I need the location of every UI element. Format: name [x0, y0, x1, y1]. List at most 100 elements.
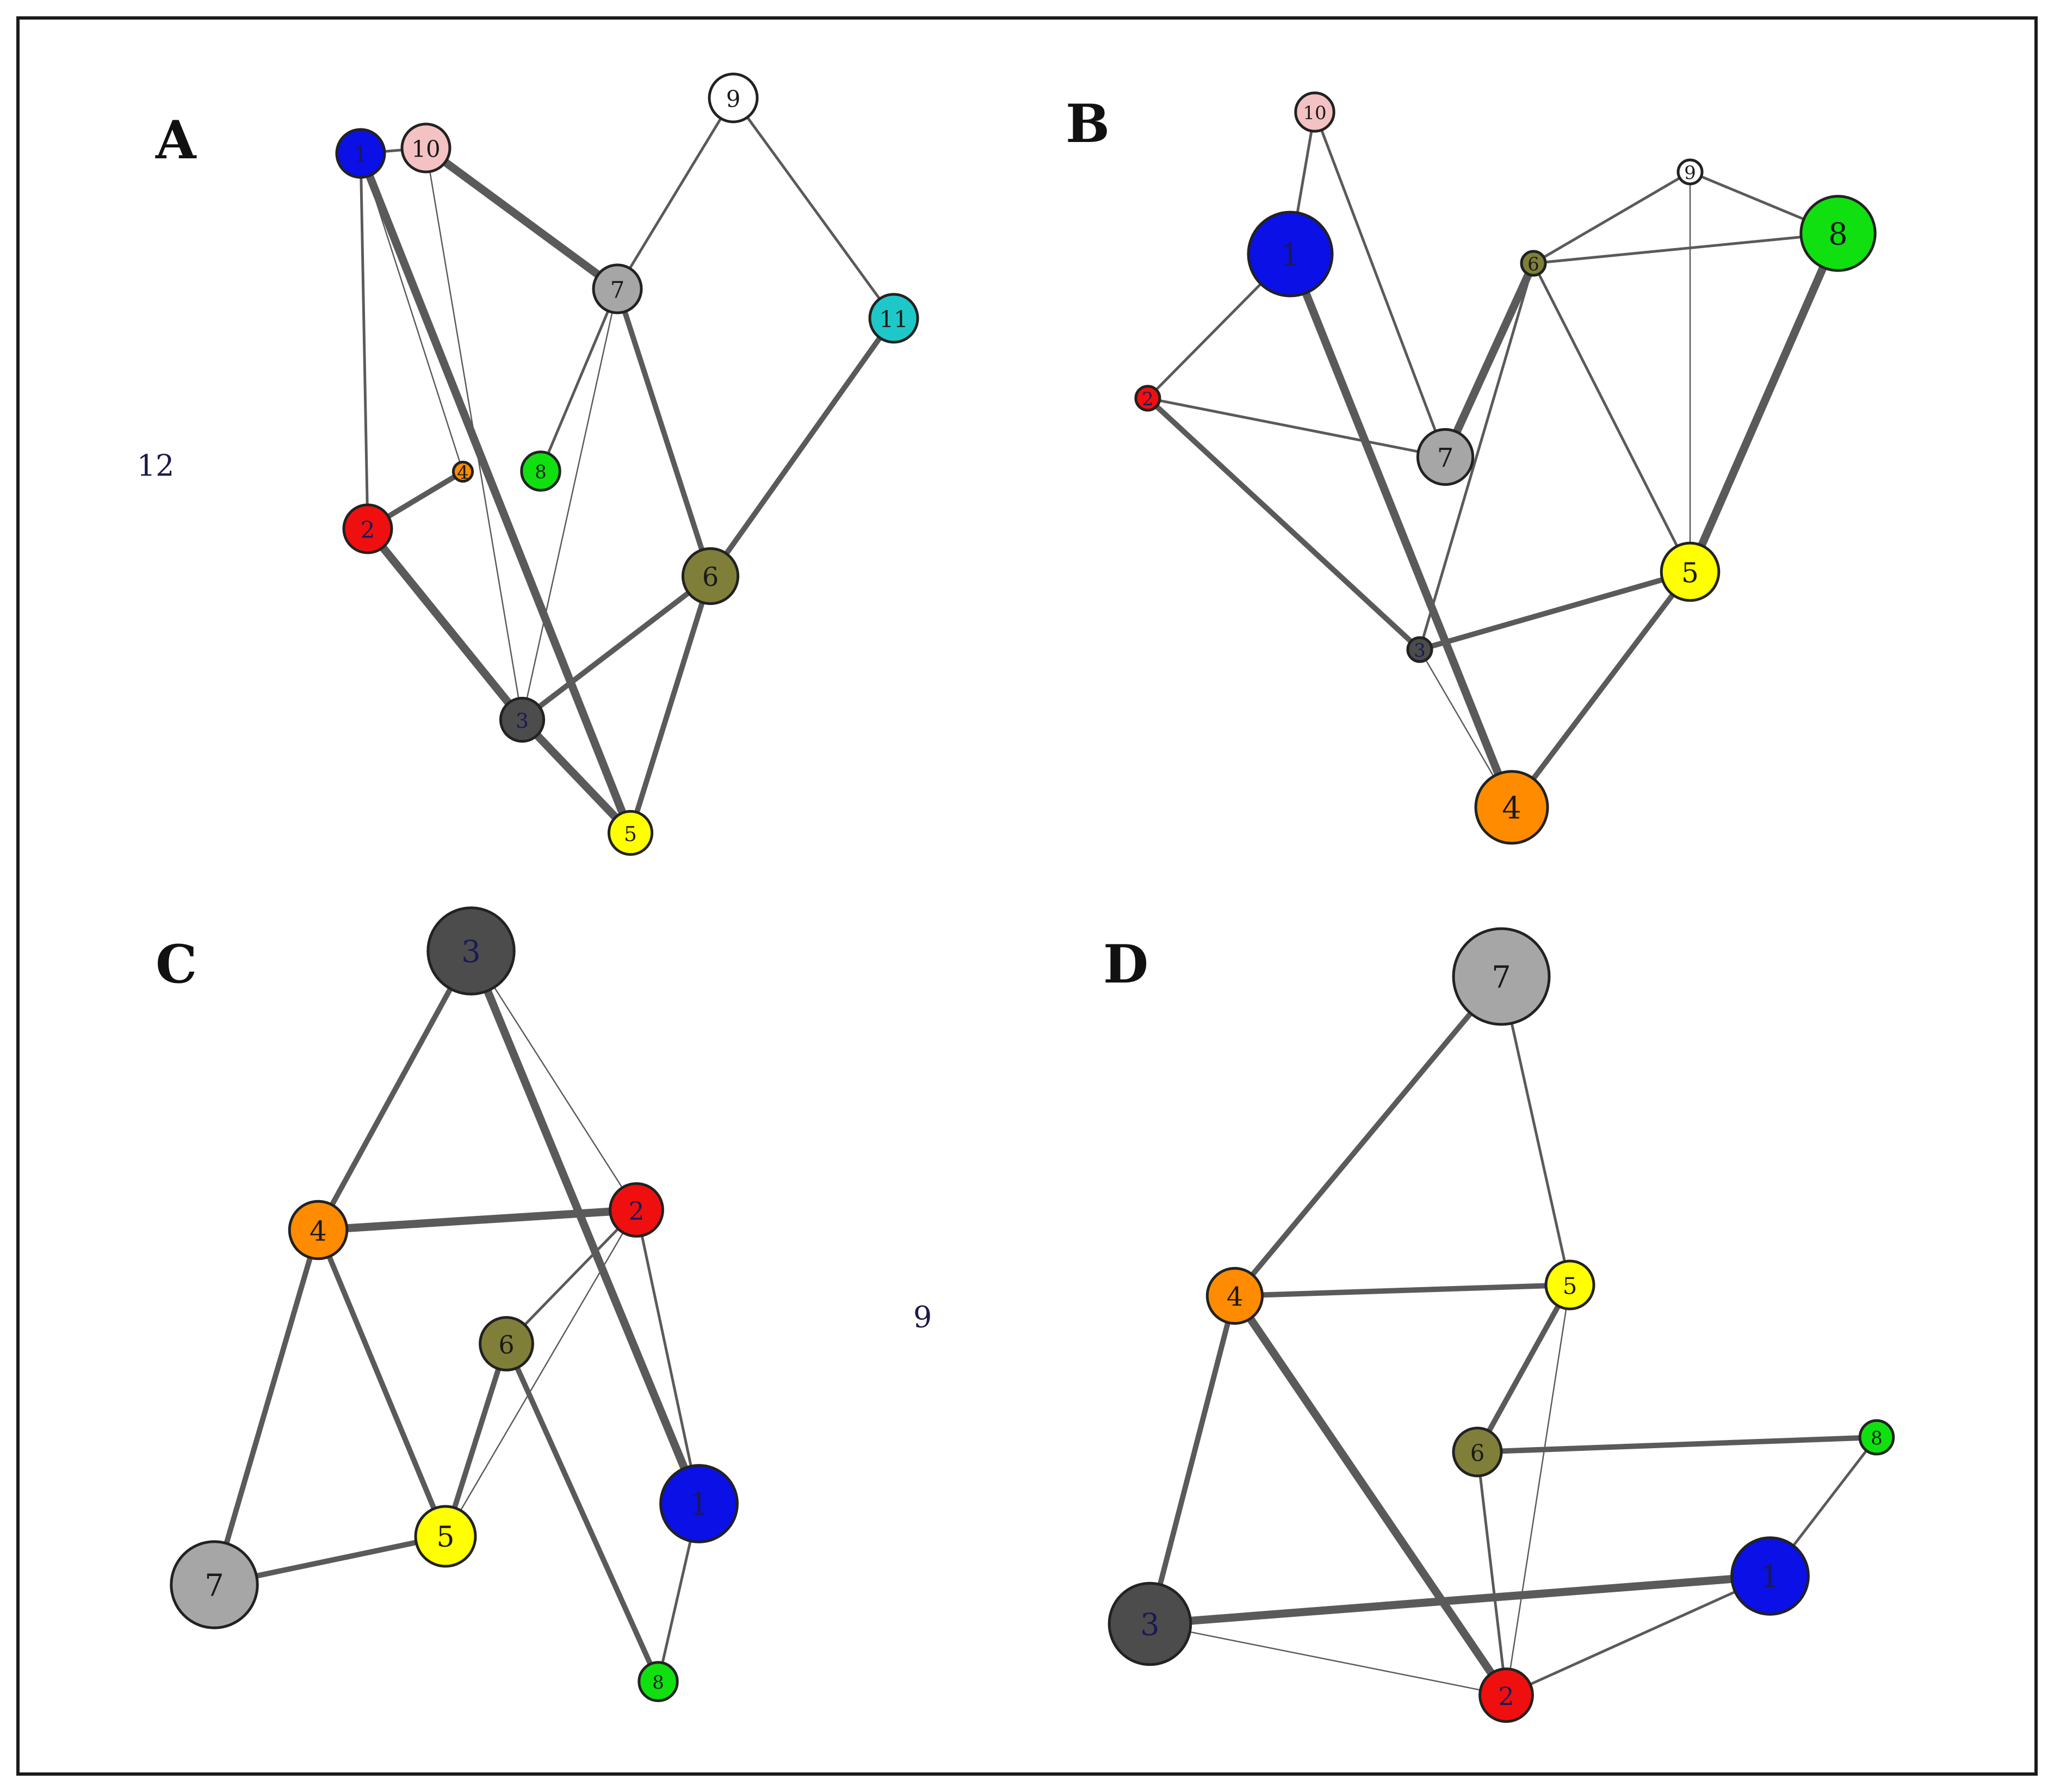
- node-a-8: 8: [520, 450, 561, 492]
- node-a-6: 6: [681, 547, 740, 605]
- node-label-c-8: 8: [652, 1672, 664, 1694]
- node-b-7: 7: [1416, 428, 1475, 486]
- edge-a-4-1: [360, 152, 464, 473]
- edge-c-2-6: [505, 1208, 638, 1345]
- node-circle-a-11: [868, 293, 919, 344]
- node-a-9: 9: [708, 72, 759, 123]
- node-label-b-8: 8: [1828, 217, 1848, 252]
- node-a-5: 5: [607, 810, 654, 856]
- node-circle-c-7: [170, 1540, 259, 1629]
- node-circle-d-7: [1452, 927, 1551, 1026]
- edge-a-7-3: [521, 288, 618, 721]
- edges-a: [356, 96, 896, 837]
- node-b-9: 9: [1676, 158, 1704, 186]
- node-d-7: 7: [1452, 927, 1551, 1026]
- node-label-a-6: 6: [702, 562, 719, 592]
- edge-a-11-6: [708, 316, 896, 579]
- isolated-node-9: 9: [913, 1300, 932, 1334]
- edges-d: [1146, 974, 1879, 1700]
- edge-c-6-8: [504, 1341, 661, 1684]
- edge-a-7-8: [539, 287, 619, 473]
- node-circle-b-2: [1134, 385, 1161, 412]
- edge-d-5-6: [1475, 1282, 1573, 1455]
- edge-b-6-7: [1441, 259, 1538, 461]
- edge-c-3-4: [315, 948, 474, 1233]
- node-circle-a-4: [451, 460, 474, 483]
- node-label-b-9: 9: [1684, 162, 1696, 184]
- node-b-3: 3: [1406, 636, 1433, 663]
- node-label-b-4: 4: [1502, 791, 1521, 826]
- edge-d-4-2: [1230, 1292, 1511, 1700]
- node-c-8: 8: [638, 1661, 679, 1702]
- node-label-b-7: 7: [1437, 443, 1454, 473]
- edge-b-3-5: [1417, 569, 1693, 652]
- edge-b-2-3: [1145, 396, 1422, 652]
- edge-a-6-3: [519, 573, 713, 722]
- edge-a-2-3: [363, 524, 527, 724]
- node-label-d-6: 6: [1470, 1440, 1485, 1467]
- node-label-b-5: 5: [1681, 557, 1699, 589]
- node-c-7: 7: [170, 1540, 259, 1629]
- edge-b-10-7: [1313, 110, 1447, 459]
- node-a-10: 10: [400, 122, 451, 174]
- node-circle-b-9: [1676, 158, 1704, 186]
- node-label-d-8: 8: [1871, 1428, 1883, 1449]
- node-d-8: 8: [1858, 1419, 1895, 1456]
- node-d-4: 4: [1205, 1266, 1264, 1325]
- node-label-a-7: 7: [610, 277, 625, 304]
- edges-b: [1145, 110, 1842, 812]
- node-d-1: 1: [1730, 1536, 1810, 1616]
- node-label-a-2: 2: [361, 517, 375, 543]
- node-c-2: 2: [609, 1182, 664, 1238]
- node-circle-b-3: [1406, 636, 1433, 663]
- node-d-6: 6: [1452, 1426, 1503, 1478]
- edge-b-8-5: [1686, 229, 1842, 576]
- node-circle-d-3: [1108, 1581, 1192, 1666]
- node-label-b-1: 1: [1280, 238, 1300, 273]
- node-label-a-4: 4: [457, 462, 469, 484]
- node-circle-b-5: [1660, 541, 1721, 602]
- node-circle-a-3: [499, 696, 546, 743]
- panel-label-a: A: [155, 109, 197, 171]
- node-circle-c-3: [426, 906, 516, 996]
- node-c-3: 3: [426, 906, 516, 996]
- edge-c-6-5: [443, 1341, 509, 1539]
- node-label-d-4: 4: [1227, 1282, 1243, 1312]
- node-circle-c-1: [659, 1464, 739, 1543]
- edge-b-6-3: [1418, 262, 1535, 651]
- node-circle-a-5: [607, 810, 654, 856]
- node-b-5: 5: [1660, 541, 1721, 602]
- edge-d-1-3: [1146, 1572, 1774, 1628]
- node-label-b-3: 3: [1414, 640, 1426, 662]
- edge-b-6-5: [1532, 262, 1692, 573]
- edge-d-3-2: [1149, 1623, 1507, 1696]
- node-b-4: 4: [1474, 770, 1549, 845]
- node-label-c-2: 2: [628, 1196, 644, 1226]
- edge-d-6-8: [1475, 1435, 1879, 1455]
- node-label-c-6: 6: [498, 1330, 514, 1360]
- edge-d-7-4: [1232, 974, 1504, 1299]
- node-label-b-6: 6: [1527, 254, 1539, 275]
- node-circle-d-8: [1858, 1419, 1895, 1456]
- node-circle-d-5: [1544, 1259, 1595, 1311]
- node-c-6: 6: [479, 1316, 534, 1371]
- node-label-d-3: 3: [1140, 1608, 1160, 1643]
- node-label-a-1: 1: [354, 141, 368, 168]
- node-circle-c-8: [638, 1661, 679, 1702]
- node-label-a-10: 10: [411, 136, 440, 163]
- edge-d-4-5: [1232, 1282, 1573, 1299]
- edge-a-3-5: [518, 715, 635, 837]
- edge-d-4-3: [1147, 1293, 1238, 1627]
- edge-a-9-7: [616, 96, 735, 291]
- node-a-7: 7: [592, 263, 643, 314]
- edge-c-4-2: [314, 1206, 641, 1234]
- node-label-d-1: 1: [1760, 1560, 1780, 1595]
- edge-a-1-2: [359, 152, 369, 530]
- node-circle-d-1: [1730, 1536, 1810, 1616]
- isolated-node-12: 12: [137, 449, 175, 483]
- node-a-2: 2: [342, 503, 393, 554]
- node-label-a-9: 9: [726, 86, 741, 113]
